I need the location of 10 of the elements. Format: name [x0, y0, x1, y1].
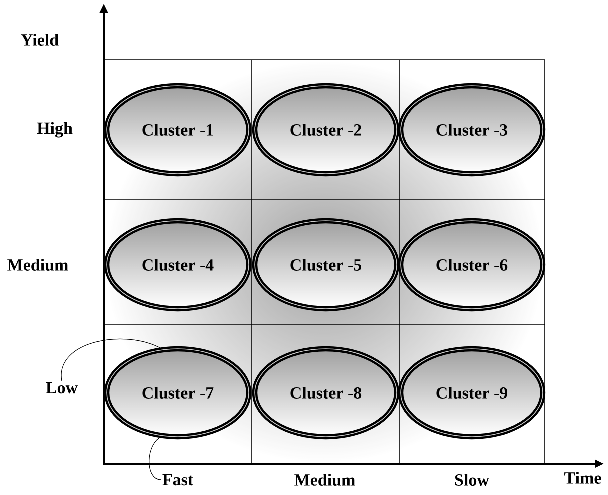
axis-label: Yield	[21, 34, 59, 46]
axis-label: Medium	[294, 474, 356, 486]
axis-label: Slow	[455, 474, 490, 486]
axis-label: High	[37, 122, 73, 138]
axis-label: Time	[564, 472, 602, 484]
axis-label: Fast	[162, 474, 194, 486]
axis-label: Medium	[8, 259, 68, 271]
curved-line	[149, 436, 162, 480]
axis-label: Low	[46, 382, 78, 394]
curved-line	[62, 338, 162, 382]
